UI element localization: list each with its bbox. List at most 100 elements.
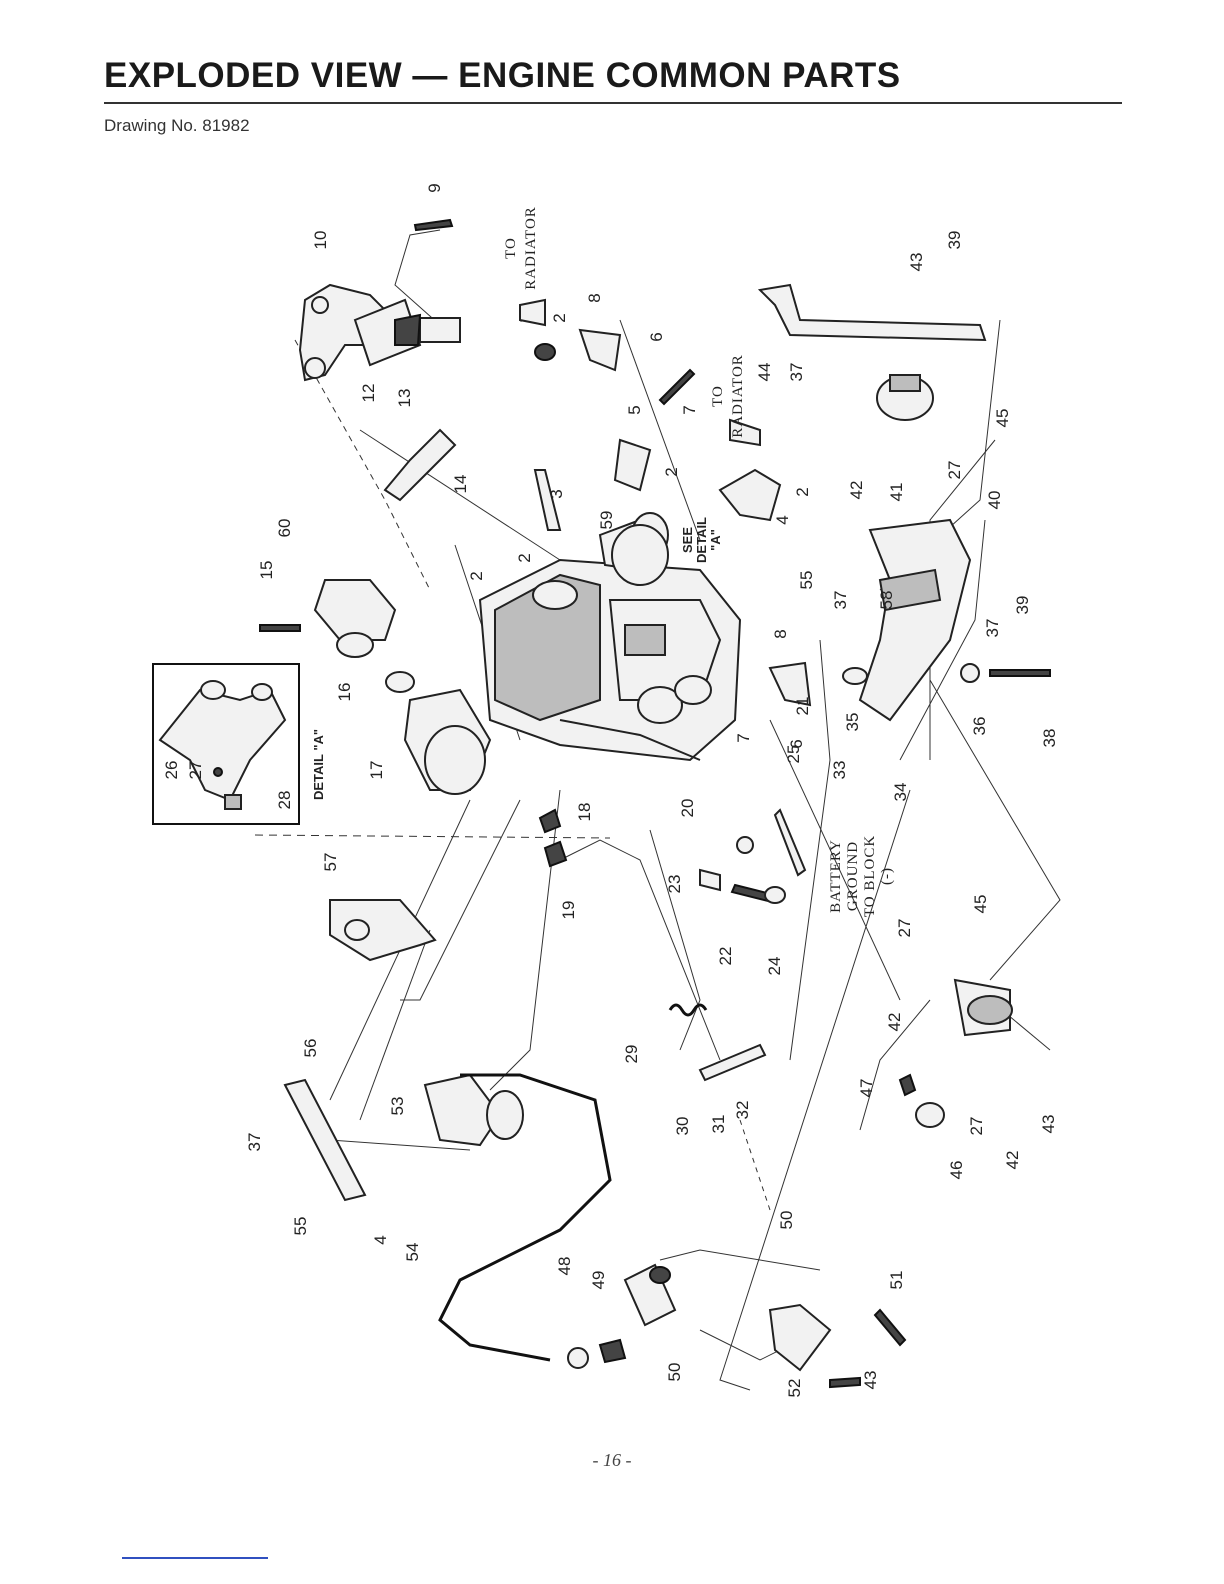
- air-cleaner: [313, 579, 492, 795]
- fuel-filter-50: [623, 1263, 677, 1327]
- svg-text:TO BLOCK: TO BLOCK: [862, 835, 878, 917]
- svg-text:TO: TO: [710, 385, 726, 407]
- svg-text:RADIATOR: RADIATOR: [523, 206, 539, 290]
- callout: 14: [451, 475, 470, 494]
- mount-35: [842, 667, 868, 685]
- callout: 13: [395, 389, 414, 408]
- callout: 30: [673, 1117, 692, 1136]
- callout: 26: [162, 761, 181, 780]
- callout: 50: [777, 1211, 796, 1230]
- washer-36: [960, 663, 980, 683]
- bracket-56: [283, 1078, 367, 1202]
- callout: 43: [861, 1371, 880, 1390]
- spring-29: [668, 1003, 708, 1017]
- callout: 2: [550, 313, 569, 322]
- callout: 47: [857, 1079, 876, 1098]
- callout: 48: [555, 1257, 574, 1276]
- callout: 35: [843, 713, 862, 732]
- callout: 10: [311, 231, 330, 250]
- svg-text:(-): (-): [879, 867, 895, 885]
- gasket-14: [383, 428, 457, 502]
- callout: 23: [665, 875, 684, 894]
- svg-text:GROUND: GROUND: [845, 841, 861, 911]
- callout: 18: [575, 803, 594, 822]
- leader-lines: [254, 229, 1061, 1391]
- callout: 33: [830, 761, 849, 780]
- callout: 40: [985, 491, 1004, 510]
- page-title: EXPLODED VIEW — ENGINE COMMON PARTS: [104, 56, 901, 95]
- callout: 12: [359, 384, 378, 403]
- callout: 27: [186, 761, 205, 780]
- solenoid-45-lower: [953, 978, 1013, 1037]
- callout: 19: [559, 901, 578, 920]
- fitting-49: [598, 1338, 627, 1364]
- note-to-radiator-top: TO RADIATOR: [503, 206, 539, 290]
- callout: 57: [321, 853, 340, 872]
- engine-block: [478, 512, 742, 762]
- callout: 53: [388, 1097, 407, 1116]
- callout: 32: [733, 1101, 752, 1120]
- callout: 34: [891, 783, 910, 802]
- callout: 25: [784, 745, 803, 764]
- mounting-plate-rib: [878, 568, 942, 612]
- callout: 7: [680, 405, 699, 414]
- bolt-52: [829, 1376, 861, 1389]
- callout: 5: [625, 405, 644, 414]
- callout: 44: [755, 363, 774, 382]
- part-47: [898, 1073, 917, 1097]
- callout: 60: [275, 519, 294, 538]
- callout: 55: [291, 1217, 310, 1236]
- callout: 6: [787, 739, 806, 748]
- page-number: - 16 -: [592, 1450, 632, 1470]
- callout: 8: [585, 293, 604, 302]
- callout: 27: [967, 1117, 986, 1136]
- callout: 4: [371, 1235, 390, 1244]
- callout: 24: [765, 957, 784, 976]
- bolt-9: [413, 218, 454, 232]
- callout: 52: [785, 1379, 804, 1398]
- callout: 43: [907, 253, 926, 272]
- callout: 2: [662, 467, 681, 476]
- callout: 15: [257, 561, 276, 580]
- manifold-gasket: [353, 298, 422, 367]
- part-callouts: 9 10 12 13 2 8 6 5 7 44 37 43 39 3 14 2 …: [162, 183, 1059, 1397]
- callout: 42: [885, 1013, 904, 1032]
- note-to-radiator-right: TO RADIATOR: [710, 354, 746, 438]
- callout: 17: [367, 761, 386, 780]
- callout: 37: [831, 591, 850, 610]
- callout: 55: [797, 571, 816, 590]
- callout: 2: [793, 487, 812, 496]
- bolt-38: [989, 669, 1051, 677]
- muffler-13: [394, 313, 461, 346]
- callout: 22: [716, 947, 735, 966]
- bracket-8-upper: [578, 328, 622, 372]
- callout: 51: [887, 1271, 906, 1290]
- bolt-51: [873, 1308, 907, 1347]
- callout: 3: [547, 489, 566, 498]
- svg-text:"A": "A": [708, 529, 723, 551]
- callout: 27: [895, 919, 914, 938]
- svg-text:TO: TO: [503, 237, 519, 259]
- hose-4: [718, 468, 782, 522]
- callout: 58: [877, 591, 896, 610]
- callout: 31: [709, 1115, 728, 1134]
- bolt-15: [259, 624, 301, 632]
- callout: 37: [245, 1133, 264, 1152]
- callout: 50: [665, 1363, 684, 1382]
- to-radiator-arrow: [729, 418, 761, 447]
- note-battery-ground: BATTERY GROUND TO BLOCK (-): [828, 835, 895, 917]
- callout: 54: [403, 1243, 422, 1262]
- callout: 37: [983, 619, 1002, 638]
- callout: 38: [1040, 729, 1059, 748]
- callout: 39: [1013, 596, 1032, 615]
- callout: 28: [275, 791, 294, 810]
- note-see-detail: SEE DETAIL "A": [680, 517, 723, 563]
- bolt-6-upper: [658, 368, 696, 406]
- callout: 37: [787, 363, 806, 382]
- callout: 7: [734, 733, 753, 742]
- hose-5: [613, 438, 652, 492]
- upper-radiator-hose: [519, 298, 562, 531]
- callout: 39: [945, 231, 964, 250]
- callout: 20: [678, 799, 697, 818]
- svg-text:SEE: SEE: [680, 527, 695, 553]
